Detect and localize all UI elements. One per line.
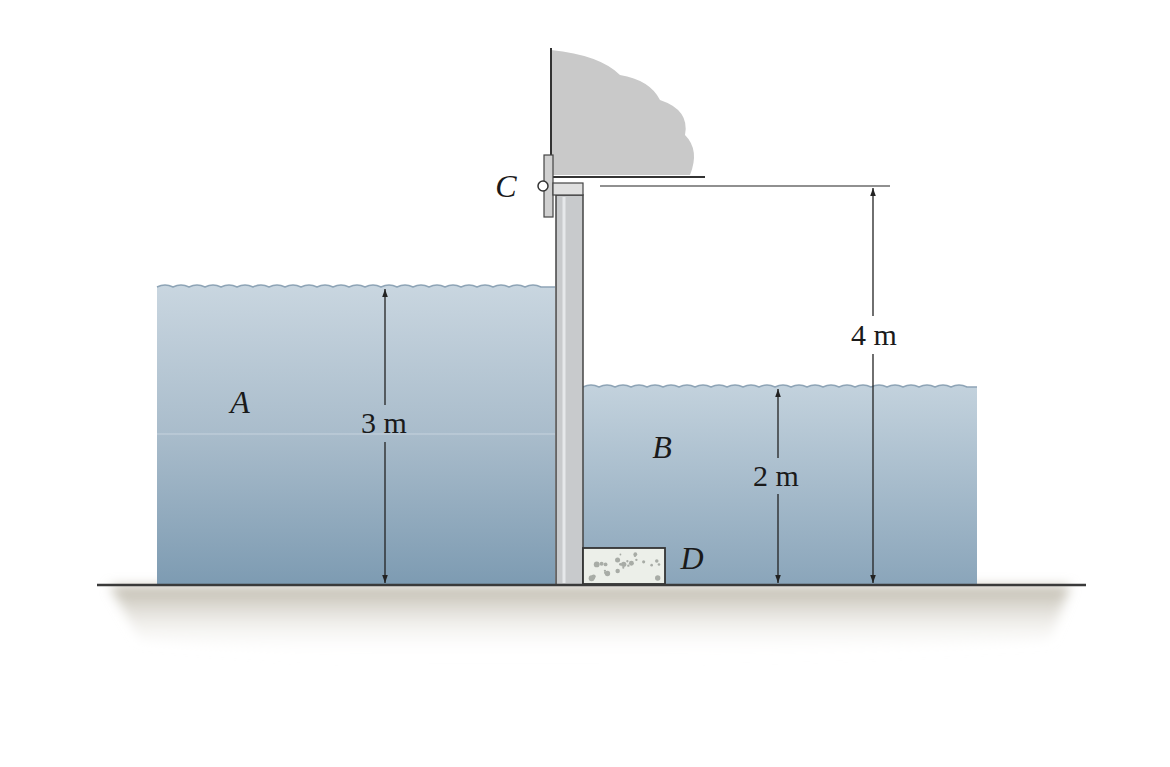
water-b <box>583 385 977 585</box>
stop-block <box>583 548 665 584</box>
texture-dot <box>620 554 622 556</box>
ground-shadow <box>110 586 1070 658</box>
water-a-surface <box>157 285 555 287</box>
extension-line <box>600 185 890 186</box>
texture-dot <box>627 564 629 566</box>
dimension-label: 4 m <box>851 320 897 350</box>
texture-dot <box>615 569 619 573</box>
texture-dot <box>626 560 628 562</box>
dimension-line <box>872 188 873 316</box>
support-ledge <box>551 176 705 178</box>
texture-dot <box>650 564 653 567</box>
texture-dot <box>604 562 608 566</box>
texture-dot <box>621 562 626 567</box>
texture-dot <box>629 561 634 566</box>
dimension-line <box>384 289 385 405</box>
support-hatch <box>551 50 694 175</box>
dimension-label: 2 m <box>753 461 799 491</box>
texture-dot <box>600 562 604 566</box>
texture-dot <box>655 559 659 563</box>
dimension-label: 3 m <box>361 408 407 438</box>
texture-dot <box>658 563 661 566</box>
point-label: C <box>495 170 516 202</box>
dimension-line <box>384 442 385 583</box>
ground-line <box>97 584 1086 587</box>
dimension-line <box>872 354 873 583</box>
texture-dot <box>594 562 600 568</box>
gate <box>556 195 583 585</box>
stop-block-texture <box>589 552 661 581</box>
texture-dot <box>592 577 595 580</box>
texture-dot <box>634 555 637 558</box>
water-b-surface <box>583 385 977 387</box>
hinge-leaf <box>553 183 583 195</box>
water-a <box>157 285 555 585</box>
hinge-pin <box>538 181 548 191</box>
dimension-line <box>777 494 778 583</box>
water-a-sheen <box>157 434 555 435</box>
texture-dot <box>605 571 610 576</box>
gate-highlight <box>563 197 566 583</box>
texture-dot <box>635 559 637 561</box>
texture-dot <box>619 563 622 566</box>
region-label: B <box>652 431 672 463</box>
region-label: A <box>230 386 250 418</box>
texture-dot <box>589 575 595 581</box>
texture-dot <box>655 575 660 580</box>
texture-dot <box>642 560 645 563</box>
dimension-line <box>777 389 778 458</box>
texture-dot <box>622 567 624 569</box>
point-label: D <box>680 542 703 574</box>
texture-dot <box>615 557 620 562</box>
